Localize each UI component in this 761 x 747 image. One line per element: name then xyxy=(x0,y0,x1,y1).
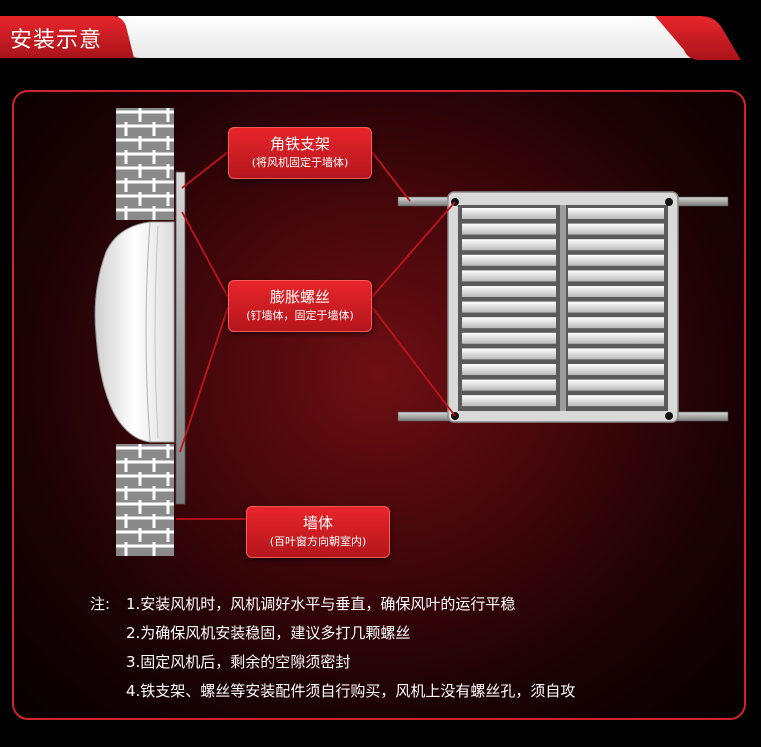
louver-slat xyxy=(462,395,556,407)
louver-slat xyxy=(462,348,556,360)
louver-slat xyxy=(462,208,556,219)
louver-slat xyxy=(462,301,556,313)
note-text: 2.为确保风机安装稳固，建议多打几颗螺丝 xyxy=(126,624,411,642)
expansion-screw-subtitle: (钉墙体，固定于墙体) xyxy=(246,309,354,322)
louver-slat xyxy=(568,223,664,235)
mounting-plate xyxy=(175,171,186,505)
lower-brick-wall xyxy=(116,444,174,556)
louver-slat xyxy=(462,239,556,251)
note-text: 3.固定风机后，剩余的空隙须密封 xyxy=(126,653,351,671)
louver-slat xyxy=(568,348,664,360)
connector-lines xyxy=(176,151,456,520)
louver-slat xyxy=(568,208,664,219)
louver-slat xyxy=(568,286,664,297)
louver-slat xyxy=(568,301,664,313)
note-item: 3.固定风机后，剩余的空隙须密封 xyxy=(90,648,575,677)
page-title: 安装示意 xyxy=(10,28,103,53)
note-item: 2.为确保风机安装稳固，建议多打几颗螺丝 xyxy=(90,619,575,648)
wall-callout: 墙体 (百叶窗方向朝室内) xyxy=(246,506,390,558)
louver-slat xyxy=(568,395,664,407)
note-text: 1.安装风机时，风机调好水平与垂直，确保风叶的运行平稳 xyxy=(126,595,516,613)
louver-slat xyxy=(462,317,556,329)
angle-bracket-callout: 角铁支架 (将风机固定于墙体) xyxy=(228,127,372,179)
louver-slat xyxy=(462,379,556,391)
fan-hood-side-view xyxy=(94,221,175,443)
louver-slat xyxy=(568,270,664,282)
louver-slat xyxy=(568,239,664,251)
note-prefix: 注: xyxy=(90,595,111,613)
header-banner xyxy=(0,14,761,64)
installation-notes: 注: 1.安装风机时，风机调好水平与垂直，确保风叶的运行平稳 2.为确保风机安装… xyxy=(90,590,575,706)
louver-slat xyxy=(462,286,556,297)
angle-bracket-title: 角铁支架 xyxy=(269,135,330,153)
louver-slat xyxy=(462,223,556,235)
louver-slats xyxy=(462,208,664,407)
wall-title: 墙体 xyxy=(302,514,333,532)
angle-bracket-subtitle: (将风机固定于墙体) xyxy=(251,156,349,169)
louver-slat xyxy=(462,270,556,282)
note-text: 4.铁支架、螺丝等安装配件须自行购买，风机上没有螺丝孔，须自攻 xyxy=(126,682,576,700)
louver-slat xyxy=(568,254,664,266)
fan-front-view xyxy=(397,191,729,423)
louver-slat xyxy=(568,364,664,375)
expansion-screw-callout: 膨胀螺丝 (钉墙体，固定于墙体) xyxy=(228,280,372,332)
wall-subtitle: (百叶窗方向朝室内) xyxy=(269,535,367,548)
note-item: 注: 1.安装风机时，风机调好水平与垂直，确保风叶的运行平稳 xyxy=(90,590,575,619)
upper-brick-wall xyxy=(116,108,174,220)
louver-slat xyxy=(568,332,664,344)
note-item: 4.铁支架、螺丝等安装配件须自行购买，风机上没有螺丝孔，须自攻 xyxy=(90,677,575,706)
louver-slat xyxy=(462,254,556,266)
louver-slat xyxy=(462,332,556,344)
louver-slat xyxy=(568,317,664,329)
louver-slat xyxy=(568,379,664,391)
louver-slat xyxy=(462,364,556,375)
expansion-screw-title: 膨胀螺丝 xyxy=(269,288,330,306)
